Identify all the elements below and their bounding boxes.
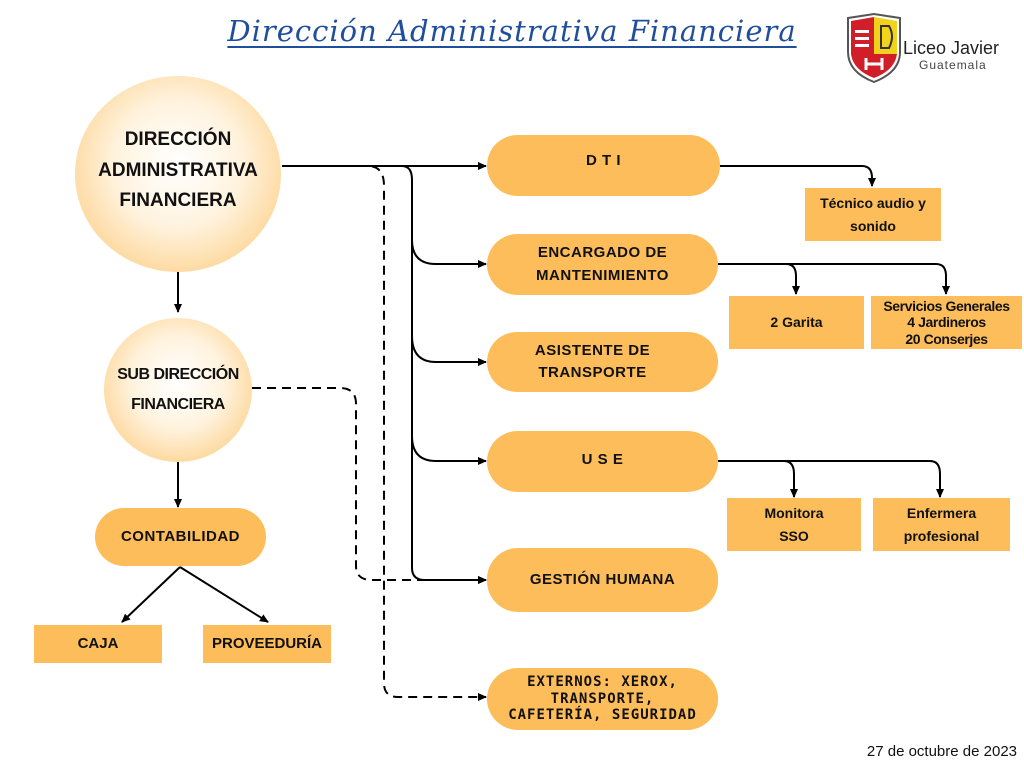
proveeduria-node: PROVEEDURÍA: [203, 625, 331, 663]
enfermera-line-1: Enfermera: [906, 505, 977, 522]
school-logo: Liceo Javier Guatemala: [845, 12, 1015, 84]
gestion-humana-node: GESTIÓN HUMANA: [487, 548, 718, 612]
page-title: Dirección Administrativa Financiera: [227, 14, 797, 48]
use-node: U S E: [487, 431, 718, 492]
logo-subtitle: Guatemala: [919, 58, 987, 72]
monitora-line-2: SSO: [779, 527, 809, 544]
mantenimiento-node: ENCARGADO DE MANTENIMIENTO: [487, 234, 718, 295]
externos-line-2: TRANSPORTE,: [550, 690, 655, 707]
direccion-administrativa-node: DIRECCIÓN ADMINISTRATIVA FINANCIERA: [75, 76, 281, 272]
tecnico-line-2: sonido: [850, 217, 896, 234]
logo-name: Liceo Javier: [903, 38, 1000, 58]
shield-icon: [847, 12, 901, 84]
contabilidad-node: CONTABILIDAD: [95, 508, 266, 566]
monitora-line-1: Monitora: [764, 505, 824, 522]
mantenimiento-line-1: ENCARGADO DE: [537, 244, 668, 261]
enfermera-node: Enfermera profesional: [873, 498, 1010, 551]
servicios-line-1: Servicios Generales: [883, 298, 1010, 315]
tecnico-audio-node: Técnico audio y sonido: [805, 188, 941, 241]
transporte-line-1: ASISTENTE DE: [534, 341, 651, 359]
sub-direccion-line-2: FINANCIERA: [131, 396, 225, 413]
enfermera-line-2: profesional: [903, 527, 980, 544]
externos-node: EXTERNOS: XEROX, TRANSPORTE, CAFETERÍA, …: [487, 668, 718, 730]
servicios-line-3: 20 Conserjes: [905, 330, 988, 347]
transporte-line-2: TRANSPORTE: [538, 364, 647, 381]
tecnico-line-1: Técnico audio y: [820, 195, 926, 212]
monitora-sso-node: Monitora SSO: [727, 498, 861, 551]
servicios-line-2: 4 Jardineros: [907, 314, 986, 331]
dti-node: D T I: [487, 135, 720, 196]
externos-line-1: EXTERNOS: XEROX,: [527, 673, 678, 690]
caja-node: CAJA: [34, 625, 162, 663]
direccion-line-2: ADMINISTRATIVA: [98, 159, 258, 181]
mantenimiento-line-2: MANTENIMIENTO: [536, 266, 669, 284]
date-label: 27 de octubre de 2023: [866, 743, 1017, 760]
sub-direccion-node: SUB DIRECCIÓN FINANCIERA: [104, 318, 252, 462]
direccion-line-3: FINANCIERA: [119, 190, 237, 212]
garita-node: 2 Garita: [729, 296, 864, 349]
transporte-node: ASISTENTE DE TRANSPORTE: [487, 332, 718, 392]
sub-direccion-line-1: SUB DIRECCIÓN: [117, 365, 239, 383]
externos-line-3: CAFETERÍA, SEGURIDAD: [508, 707, 697, 724]
servicios-generales-node: Servicios Generales 4 Jardineros 20 Cons…: [871, 296, 1022, 349]
direccion-line-1: DIRECCIÓN: [124, 129, 232, 151]
